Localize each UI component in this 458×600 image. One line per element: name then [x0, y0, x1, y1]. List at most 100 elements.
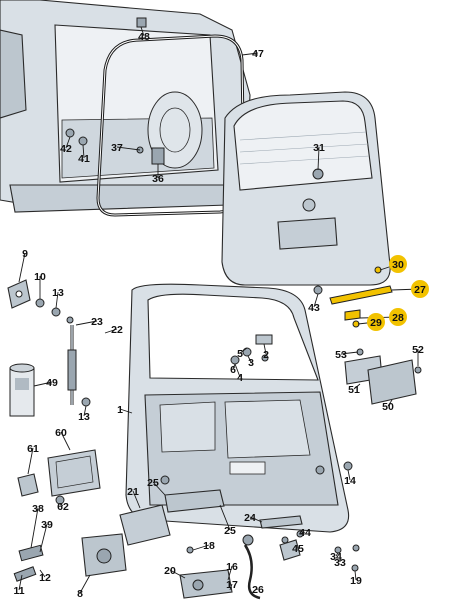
tailgate-outer	[221, 91, 391, 286]
part-number-c23: 23	[91, 316, 103, 328]
part-number-c28: 28	[392, 312, 404, 324]
hinge-9	[7, 279, 31, 309]
leader-c62	[59, 503, 64, 507]
part-number-c13a: 13	[52, 287, 64, 299]
leader-c23	[75, 320, 98, 326]
cable-26	[243, 544, 261, 600]
part-number-c47: 47	[252, 48, 264, 60]
handle-bar-27	[329, 266, 393, 328]
aerosol-can	[9, 363, 35, 417]
leader-c42	[65, 136, 71, 149]
part-number-c12: 12	[39, 572, 51, 584]
bracket-60	[17, 449, 101, 505]
part-number-c19: 19	[350, 575, 362, 587]
leader-c60	[60, 431, 71, 451]
part-number-c24: 24	[244, 512, 256, 524]
part-number-c4: 4	[237, 372, 243, 384]
leader-c38	[30, 507, 39, 549]
part-number-c51: 51	[348, 384, 360, 396]
leader-c11	[18, 574, 23, 591]
part-number-c45: 45	[292, 543, 304, 555]
cable-end	[242, 534, 254, 546]
part-number-c29: 29	[370, 317, 382, 329]
gas-strut	[67, 325, 77, 405]
leader-c47	[241, 52, 259, 56]
part-number-c17: 17	[226, 579, 238, 591]
leader-c37	[116, 146, 141, 151]
part-number-c34: 34	[330, 551, 342, 563]
part-number-c61: 61	[27, 443, 39, 455]
leader-c17	[229, 583, 233, 591]
part-number-c3: 3	[248, 357, 254, 369]
part-number-c25b: 25	[224, 525, 236, 537]
tailgate-inner	[125, 283, 350, 533]
leader-c5	[239, 347, 248, 354]
leader-c9	[18, 252, 26, 283]
part-number-c33: 33	[334, 557, 346, 569]
part-number-c22: 22	[111, 324, 123, 336]
part-number-c10: 10	[34, 271, 46, 283]
leader-c34	[335, 552, 339, 557]
bolt-10-13	[35, 298, 74, 324]
highlight-badge-c30	[389, 255, 407, 273]
right-small-parts	[279, 461, 360, 572]
part-number-c5: 5	[237, 348, 243, 360]
leader-c2	[263, 343, 267, 355]
leader-c1	[119, 408, 133, 414]
leader-c18	[192, 544, 210, 551]
part-number-c49: 49	[46, 377, 58, 389]
highlight-badge-c27	[411, 280, 429, 298]
leader-c13a	[55, 291, 59, 309]
leader-c43	[313, 293, 319, 308]
part-number-c43: 43	[308, 302, 320, 314]
highlight-badge-c28	[389, 308, 407, 326]
leader-c39	[39, 523, 48, 553]
part-number-c44: 44	[299, 527, 311, 539]
part-number-c52: 52	[412, 344, 424, 356]
part-number-c13b: 13	[78, 411, 90, 423]
leader-c4	[234, 363, 241, 378]
leader-c61	[27, 447, 34, 475]
latch-lock	[13, 533, 127, 582]
leader-c14	[347, 469, 351, 481]
leader-c6	[232, 363, 236, 370]
leader-c25a	[152, 481, 166, 496]
van-rear-body	[0, 0, 251, 213]
part-number-c20: 20	[164, 565, 176, 577]
part-number-c36: 36	[152, 173, 164, 185]
part-number-c42: 42	[60, 143, 72, 155]
part-number-c60: 60	[55, 427, 67, 439]
part-number-c48: 48	[138, 31, 150, 43]
leader-c44	[299, 531, 306, 535]
leader-c26	[254, 588, 259, 591]
bolt-43	[313, 285, 323, 295]
part-number-c16: 16	[226, 561, 238, 573]
part-number-c50: 50	[382, 401, 394, 413]
part-number-c14: 14	[344, 475, 356, 487]
part-number-c1: 1	[117, 404, 123, 416]
part-number-c11: 11	[13, 585, 24, 597]
leader-c3	[247, 355, 252, 363]
clip-48	[136, 17, 147, 28]
part-number-c9: 9	[22, 248, 28, 260]
handle-assembly	[119, 489, 304, 546]
leader-c22	[104, 328, 118, 334]
leader-c49	[33, 381, 53, 387]
part-number-c31: 31	[313, 142, 325, 154]
leader-c8	[79, 574, 91, 594]
leader-c13b	[83, 405, 87, 417]
leader-c31	[317, 146, 320, 171]
part-number-c25a: 25	[147, 477, 159, 489]
leader-lines	[18, 26, 421, 594]
part-number-c38: 38	[32, 503, 44, 515]
leader-c24	[249, 516, 263, 523]
part-number-c8: 8	[77, 588, 83, 600]
leader-c12	[39, 569, 46, 578]
leader-c41	[82, 144, 85, 159]
striker-36	[136, 146, 165, 165]
leader-c51	[353, 383, 361, 390]
part-number-c39: 39	[41, 519, 53, 531]
part-number-c53: 53	[335, 349, 347, 361]
